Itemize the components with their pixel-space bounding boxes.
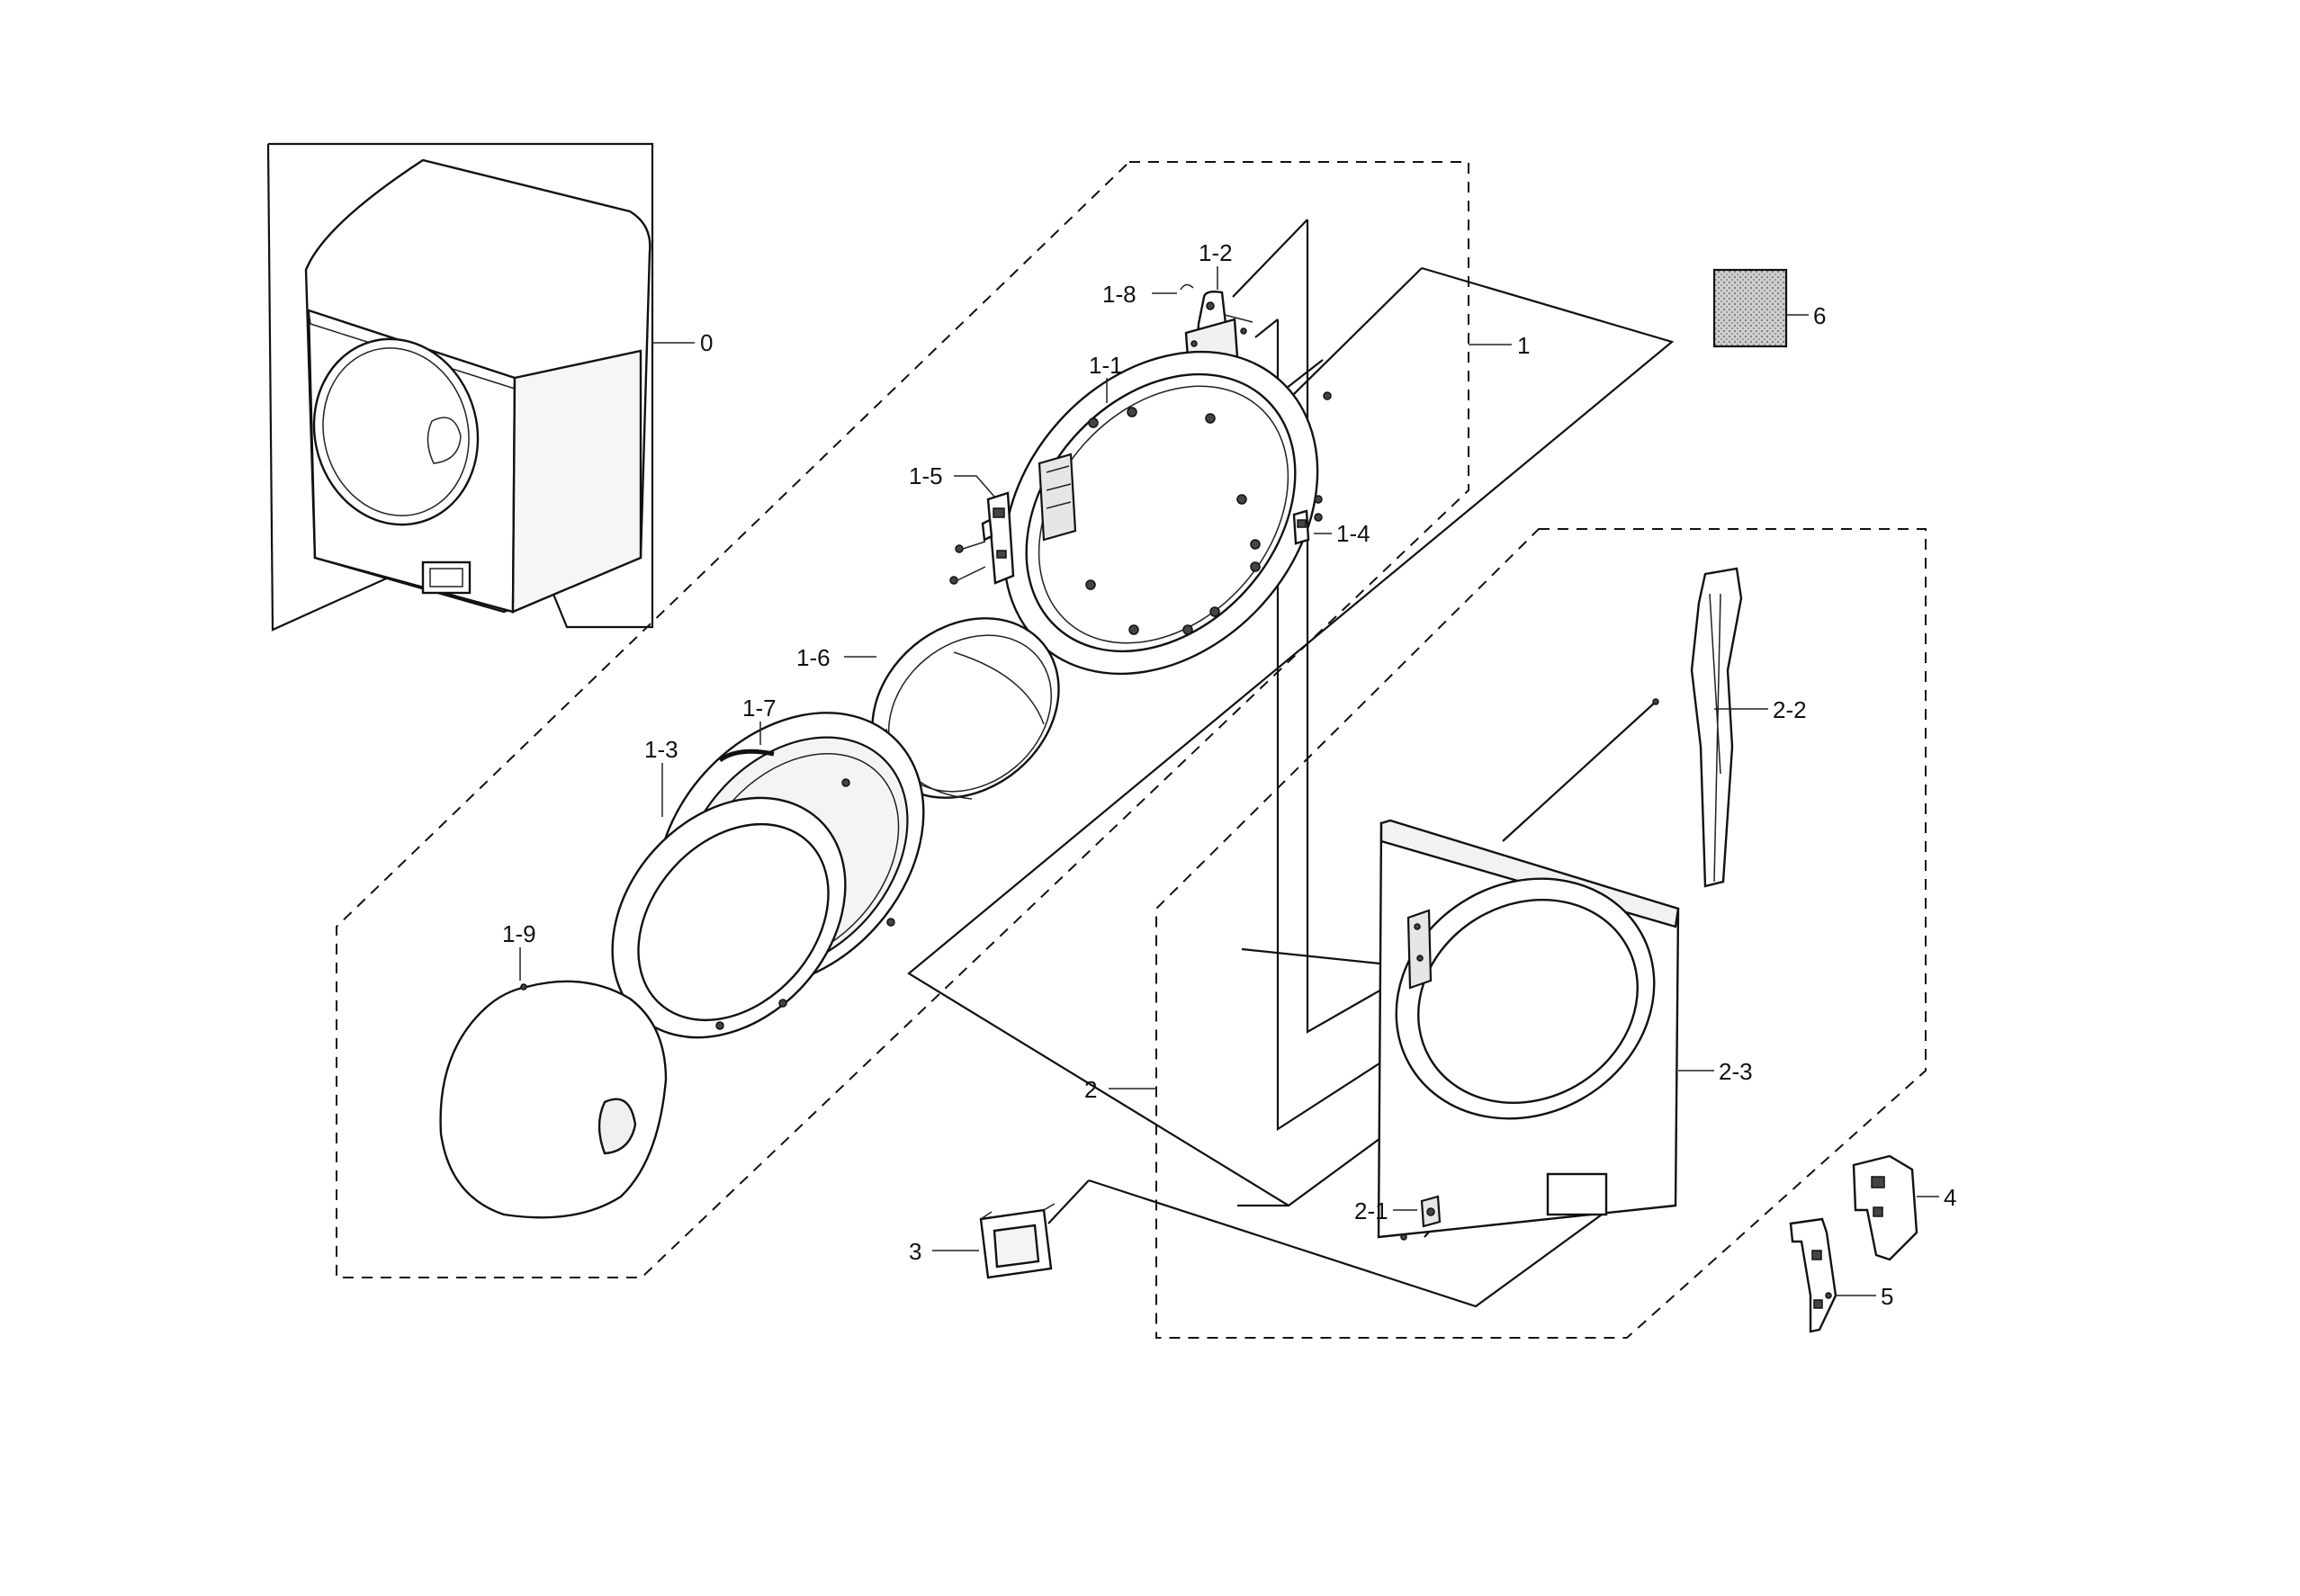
- front-panel-group: [1155, 528, 1927, 1339]
- label-1-2: 1-2: [1199, 239, 1233, 266]
- label-6: 6: [1813, 302, 1826, 329]
- door-trim-ring: [611, 796, 847, 1039]
- label-1-7: 1-7: [742, 695, 777, 722]
- overview-assembly: 0: [266, 142, 713, 632]
- overview-frame: [266, 142, 654, 632]
- label-1-4: 1-4: [1336, 520, 1370, 547]
- side-bracket-part: [1652, 567, 1743, 888]
- door-catch-part: [1292, 495, 1323, 545]
- label-1-1: 1-1: [1089, 352, 1123, 379]
- label-0: 0: [700, 329, 713, 356]
- label-4: 4: [1944, 1184, 1956, 1211]
- switch-housing-part: [1852, 1154, 1918, 1261]
- label-1: 1: [1517, 332, 1530, 359]
- harness-bracket-part: [1789, 1217, 1837, 1333]
- door-cover-part: [439, 980, 668, 1219]
- door-frame-ring: [1002, 350, 1332, 676]
- door-latch-part: [949, 491, 1015, 585]
- bracket-box-part: [979, 1203, 1056, 1279]
- label-2-3: 2-3: [1719, 1058, 1753, 1085]
- label-1-9: 1-9: [502, 920, 536, 947]
- label-1-3: 1-3: [644, 736, 678, 763]
- label-2-1: 2-1: [1354, 1197, 1388, 1224]
- label-2-2: 2-2: [1773, 696, 1807, 723]
- label-1-6: 1-6: [796, 644, 831, 671]
- washer-overview-illustration: [304, 158, 651, 614]
- label-3: 3: [909, 1238, 921, 1265]
- label-2: 2: [1084, 1076, 1097, 1103]
- leader-1-5: [954, 475, 995, 498]
- door-assembly-group: [336, 161, 1469, 1278]
- filter-pad-part: [1712, 268, 1788, 348]
- front-panel-part: [1377, 819, 1680, 1239]
- label-1-5: 1-5: [909, 462, 943, 489]
- label-1-8: 1-8: [1102, 281, 1137, 308]
- label-5: 5: [1881, 1283, 1893, 1310]
- clip-part: [1400, 1195, 1442, 1241]
